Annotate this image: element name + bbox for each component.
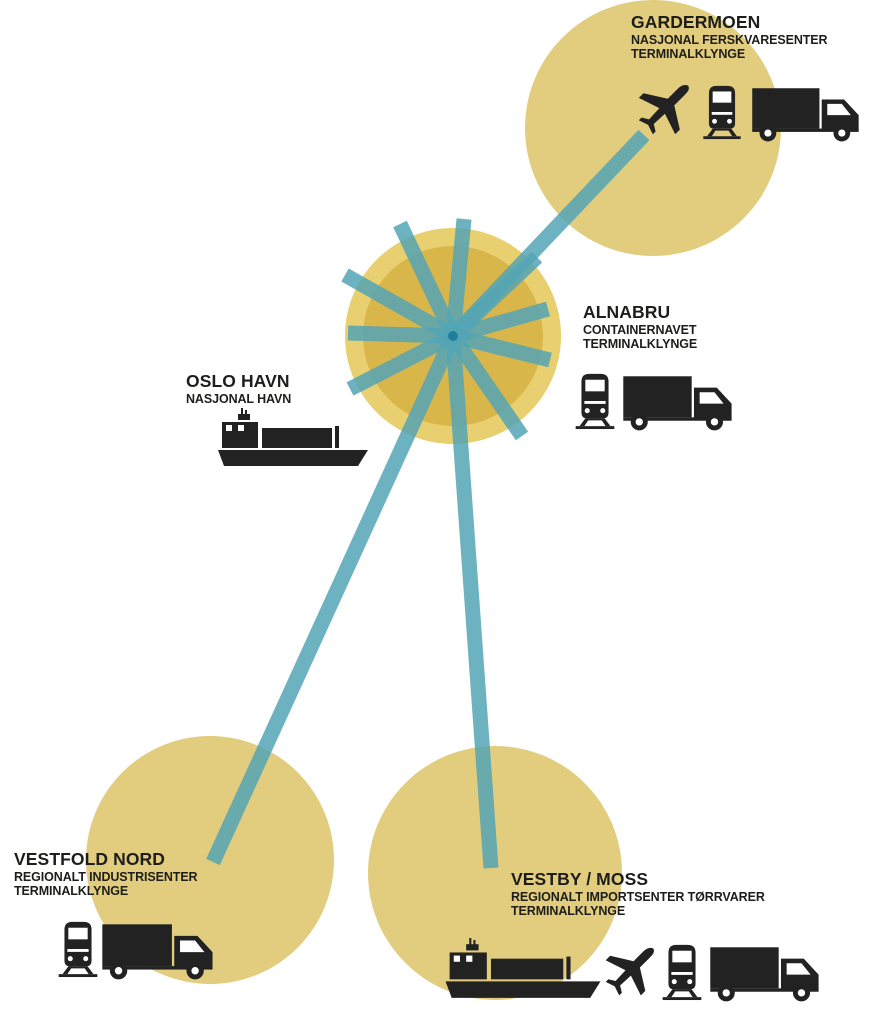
hub-ray [341,268,457,343]
label-vestfold-nord: VESTFOLD NORD REGIONALT INDUSTRISENTER T… [14,849,198,899]
node-subtitle: TERMINALKLYNGE [631,47,746,62]
node-title: VESTFOLD NORD [14,849,166,869]
node-title: GARDERMOEN [631,12,761,32]
node-subtitle: CONTAINERNAVET [583,322,697,337]
node-subtitle: TERMINALKLYNGE [583,337,698,352]
truck-icon [621,374,735,431]
airplane-icon [603,945,657,999]
vestby-moss-circle [368,746,622,1000]
train-icon [703,84,741,140]
node-subtitle: NASJONAL HAVN [186,391,292,406]
node-subtitle: TERMINALKLYNGE [14,884,129,899]
hub-center-dot [448,331,458,341]
label-vestby-moss: VESTBY / MOSS REGIONALT IMPORTSENTER TØR… [511,869,765,919]
ship-icon [445,938,601,1000]
node-title: OSLO HAVN [186,371,290,391]
link-gardermoen [447,129,650,342]
hub-ray [450,301,551,344]
train-icon [662,943,702,1001]
label-oslo-havn: OSLO HAVN NASJONAL HAVN [186,371,291,406]
node-subtitle: TERMINALKLYNGE [511,904,626,919]
truck-icon [100,922,216,980]
node-title: ALNABRU [583,302,671,322]
ship-icon [216,408,370,468]
link-vestby-moss [445,335,499,869]
hub-ray [451,328,552,368]
hub-ray [347,325,454,344]
truck-icon [708,945,822,1002]
train-icon [575,372,615,430]
hub-ray [393,220,460,340]
hub-ray [445,218,472,337]
label-alnabru: ALNABRU CONTAINERNAVET TERMINALKLYNGE [583,302,697,352]
label-gardermoen: GARDERMOEN NASJONAL FERSKVARESENTER TERM… [631,12,828,62]
node-subtitle: REGIONALT IMPORTSENTER TØRRVARER [511,889,765,904]
truck-icon [750,86,862,142]
link-vestfold-nord [206,332,460,866]
node-title: VESTBY / MOSS [511,869,649,889]
hub-ray [446,331,529,441]
route-links [206,129,650,869]
hub-ray [346,329,457,396]
train-icon [58,920,98,978]
node-subtitle: NASJONAL FERSKVARESENTER [631,32,828,47]
airplane-icon [636,82,692,138]
node-subtitle: REGIONALT INDUSTRISENTER [14,869,198,884]
